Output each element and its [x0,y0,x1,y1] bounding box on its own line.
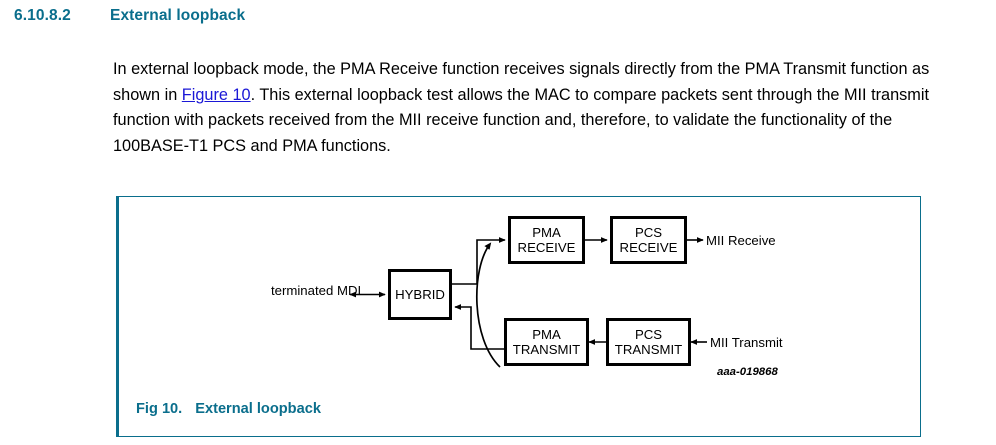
figure-caption-number: Fig 10. [136,401,183,417]
paragraph-text-part1: In external loopback mode, the PMA Recei… [113,60,930,104]
block-pma-receive-line2: RECEIVE [517,240,576,255]
loopback-diagram: PMA RECEIVE PCS RECEIVE PMA TRANSMIT PCS… [119,197,924,387]
block-pma-transmit-line2: TRANSMIT [512,342,581,357]
paragraph-text-part2: . This external loopback test allows the… [113,85,929,156]
block-pma-receive-line1: PMA [532,224,561,240]
label-mii-transmit: MII Transmit [710,335,783,350]
section-title: External loopback [110,7,246,24]
block-pma-transmit-line1: PMA [532,326,561,342]
figure-id-label: aaa-019868 [717,366,778,378]
body-paragraph: In external loopback mode, the PMA Recei… [113,57,943,159]
figure-10-link[interactable]: Figure 10 [181,85,251,104]
block-hybrid: HYBRID [388,269,452,320]
section-heading: 6.10.8.2 External loopback [14,7,245,25]
diagram-connectors [349,237,707,368]
block-pma-receive: PMA RECEIVE [508,216,585,264]
figure-frame: PMA RECEIVE PCS RECEIVE PMA TRANSMIT PCS… [116,196,921,437]
block-pcs-receive-line2: RECEIVE [619,240,678,255]
label-mii-receive: MII Receive [706,233,776,248]
figure-caption: Fig 10. External loopback [136,401,321,417]
block-pcs-receive-line1: PCS [634,224,663,240]
label-terminated-mdi: terminated MDI [271,283,362,298]
section-number: 6.10.8.2 [14,7,71,24]
figure-caption-title: External loopback [195,401,321,417]
block-pma-transmit: PMA TRANSMIT [504,318,589,366]
block-pcs-transmit-line2: TRANSMIT [614,342,683,357]
block-pcs-receive: PCS RECEIVE [610,216,687,264]
block-pcs-transmit-line1: PCS [634,326,663,342]
block-hybrid-label: HYBRID [395,286,445,302]
block-pcs-transmit: PCS TRANSMIT [606,318,691,366]
